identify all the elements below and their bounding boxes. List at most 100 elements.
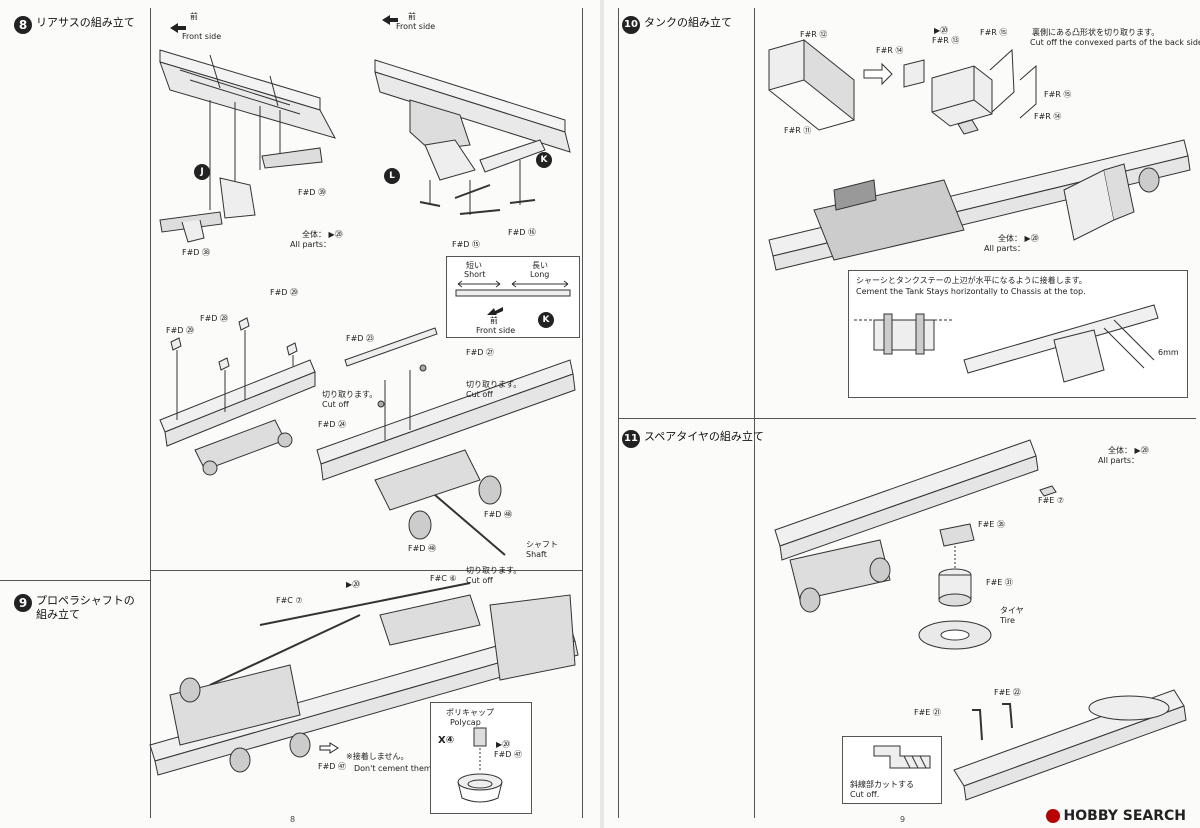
- chassis-tank-diagram: [768, 139, 1191, 271]
- tire-holder-diagram: [953, 689, 1187, 801]
- step-11-header: 11 スペアタイヤの組み立て: [622, 430, 764, 448]
- step-divider: [150, 570, 582, 571]
- part-label: F#D ㊳: [182, 248, 211, 257]
- part-label: F#D ㊽: [408, 544, 437, 553]
- part-label: F#E ㉑: [914, 708, 941, 717]
- shaft-label-en: Shaft: [526, 550, 547, 559]
- marker-l: L: [384, 168, 400, 184]
- part-label: F#D ㉓: [346, 334, 375, 343]
- inset-box-k: [446, 256, 580, 338]
- cut-label-jp: 斜線部カットする: [850, 780, 914, 789]
- dimension-label: 6mm: [1158, 348, 1179, 357]
- step-divider: [618, 418, 1196, 419]
- step-number: 8: [14, 16, 32, 34]
- part-label: F#D ㉗: [466, 348, 495, 357]
- part-label: F#R ⑬: [932, 36, 960, 45]
- step-9-header: 9 プロペラシャフトの組み立て: [14, 594, 135, 622]
- part-label: F#R ⑮: [1044, 90, 1072, 99]
- watermark: HOBBY SEARCH: [1045, 808, 1186, 824]
- cutoff-label-jp: 切り取ります。: [466, 380, 522, 389]
- part-label: F#D ㊼: [494, 750, 523, 759]
- no-cement-jp: ※接着しません。: [346, 752, 409, 761]
- step-title: スペアタイヤの組み立て: [644, 430, 764, 443]
- rear-suspension-diagram-b: [374, 59, 571, 215]
- step-title: プロペラシャフトの組み立て: [36, 594, 135, 621]
- all-parts-label-en: All parts：: [984, 244, 1026, 253]
- polycap-inset-box: [430, 702, 532, 814]
- column-divider: [150, 8, 151, 818]
- all-parts-label-en: All parts：: [1098, 456, 1140, 465]
- short-label-jp: 短い: [466, 261, 482, 270]
- part-label: F#E ㉟: [978, 520, 1005, 529]
- part-label: F#D ㊼: [318, 762, 347, 771]
- stay-note-en: Cement the Tank Stays horizontally to Ch…: [856, 287, 1086, 296]
- cutoff-label-jp: 切り取ります。: [322, 390, 378, 399]
- stay-note-jp: シャーシとタンクステーの上辺が水平になるように接着します。: [856, 276, 1087, 285]
- part-label: F#C ⑦: [276, 596, 303, 605]
- paint-label: ▶⑳: [496, 740, 511, 749]
- tank-assembly-diagram: [768, 38, 1037, 135]
- long-label-en: Long: [530, 270, 550, 279]
- step-divider: [0, 580, 150, 581]
- column-divider: [754, 8, 755, 818]
- marker-k: K: [538, 312, 554, 328]
- short-label-en: Short: [464, 270, 486, 279]
- propeller-shaft-diagram: [149, 582, 579, 776]
- front-label-jp: 前: [408, 12, 416, 21]
- step-number: 9: [14, 594, 32, 612]
- shaft-label-jp: シャフト: [526, 540, 558, 549]
- part-label: F#R ⑮: [980, 28, 1008, 37]
- part-label: F#R ⑭: [1034, 112, 1062, 121]
- cut-label-en: Cut off.: [850, 790, 880, 799]
- part-label: F#D ⑮: [452, 240, 481, 249]
- long-label-jp: 長い: [532, 261, 548, 270]
- front-label-jp: 前: [190, 12, 198, 21]
- back-cut-en: Cut off the convexed parts of the back s…: [1030, 38, 1200, 47]
- paint-label: ▶⑳: [346, 580, 361, 589]
- marker-k: K: [536, 152, 552, 168]
- hobby-search-logo-icon: [1045, 809, 1060, 823]
- tire-label-en: Tire: [1000, 616, 1015, 625]
- part-label: F#D ㉙: [270, 288, 299, 297]
- all-parts-label-jp: 全体： ▶⑳: [1108, 446, 1149, 455]
- watermark-text: HOBBY SEARCH: [1063, 808, 1186, 824]
- cutoff-label-en: Cut off: [466, 390, 493, 399]
- polycap-label-jp: ポリキャップ: [446, 708, 494, 717]
- part-label: F#D ㊴: [298, 188, 327, 197]
- part-label: F#E ⑦: [1038, 496, 1065, 505]
- page-number: 8: [290, 815, 296, 824]
- part-label: F#D ㉔: [318, 420, 347, 429]
- cutoff-label-en: Cut off: [322, 400, 349, 409]
- part-label: F#D ㉙: [166, 326, 195, 335]
- manual-page-left: 8 リアサスの組み立て 前 Front side J F#D ㊴ F#D ㊳ 全…: [0, 0, 600, 828]
- part-label: F#R ⑭: [876, 46, 904, 55]
- step-number: 11: [622, 430, 640, 448]
- tank-stay-detail: [854, 304, 1159, 383]
- step-10-header: 10 タンクの組み立て: [622, 16, 732, 34]
- step-8-header: 8 リアサスの組み立て: [14, 16, 135, 34]
- cut-detail-drawing: [873, 745, 931, 769]
- front-label-en: Front side: [476, 326, 516, 335]
- all-parts-label-jp: 全体： ▶⑳: [998, 234, 1039, 243]
- marker-j: J: [194, 164, 210, 180]
- front-arrow-icon: [170, 23, 186, 33]
- polycap-label-en: Polycap: [450, 718, 481, 727]
- cutoff-label-jp: 切り取ります。: [466, 566, 522, 575]
- part-label: F#D ㉘: [200, 314, 229, 323]
- page-border-left: [618, 8, 619, 818]
- cutoff-label-en: Cut off: [466, 576, 493, 585]
- part-label: F#R ⑫: [800, 30, 828, 39]
- front-arrow-icon: [382, 15, 398, 25]
- part-label: F#D ㊽: [484, 510, 513, 519]
- front-label-en: Front side: [182, 32, 222, 41]
- front-label-en: Front side: [396, 22, 436, 31]
- page-number: 9: [900, 815, 906, 824]
- rear-suspension-diagram-a: [159, 49, 337, 243]
- part-label: F#R ⑪: [784, 126, 812, 135]
- front-arrow-icon: [487, 307, 503, 315]
- rod-diagram: [455, 280, 571, 297]
- part-label: F#E ㉛: [986, 578, 1013, 587]
- back-cut-jp: 裏側にある凸形状を切り取ります。: [1032, 28, 1160, 37]
- page-border-right: [582, 8, 583, 818]
- quantity-label: X④: [438, 735, 455, 746]
